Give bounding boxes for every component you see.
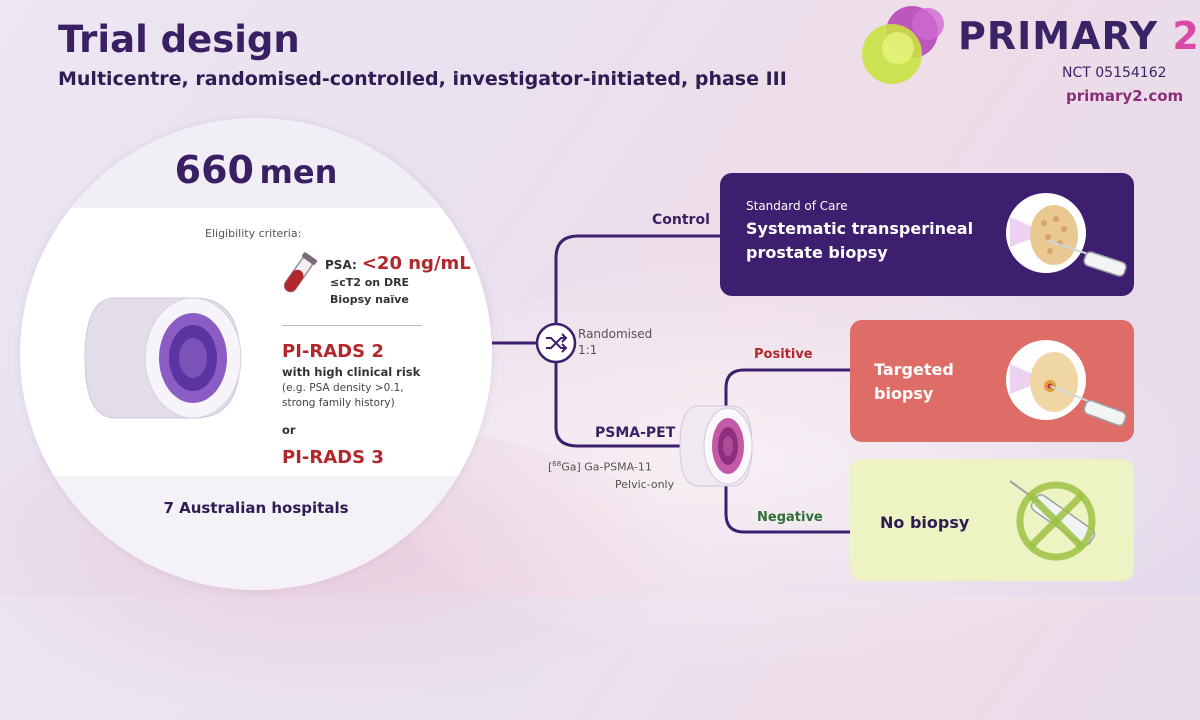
or-label: or [282,423,296,437]
targeted-biopsy-box: Targeted biopsy [850,320,1134,442]
cohort-unit: men [259,153,338,191]
mri-scanner-icon [84,297,242,419]
no-biopsy-box: No biopsy [850,459,1134,581]
ratio-label: 1:1 [578,343,598,357]
flow-connectors [492,234,850,534]
soc-line-1: Systematic transperineal [746,219,974,238]
website-link[interactable]: primary2.com [1066,87,1184,105]
ct2-criterion: ≤cT2 on DRE [330,276,410,289]
targeted-line-2: biopsy [874,384,934,403]
positive-label: Positive [754,347,813,362]
high-risk-label: with high clinical risk [282,365,421,379]
no-biopsy-icon [1009,480,1096,561]
eligibility-title: Eligibility criteria: [205,227,302,240]
cohort-size: 660 men [20,148,492,192]
logo-suffix: 2 [1172,14,1200,58]
no-biopsy-label: No biopsy [880,513,970,532]
nct-number: NCT 05154162 [1062,65,1167,81]
primary2-logo-icon [862,6,944,84]
cohort-circle: 660 men Eligibility criteria: PSA: <20 n… [20,118,492,590]
negative-label: Negative [757,510,823,525]
psa-label: PSA: [325,258,357,272]
soc-small-label: Standard of Care [746,199,848,213]
pirads3-label: PI-RADS 3 [282,447,384,468]
cohort-count: 660 [174,148,254,192]
slide-title: Trial design [58,18,300,61]
pet-scanner-icon [679,405,753,487]
psa-criterion: PSA: <20 ng/mL [325,253,471,274]
pelvic-only-label: Pelvic-only [615,478,675,491]
shuffle-icon [546,333,568,353]
logo-wordmark: PRIMARY 2 [958,14,1200,58]
risk-example-2: strong family history) [282,397,395,409]
slide-subtitle: Multicentre, randomised-controlled, inve… [58,68,787,90]
tracer-label: [68Ga] Ga-PSMA-11 [548,460,652,474]
systematic-biopsy-icon [1006,193,1127,277]
randomised-label: Randomised [578,327,653,341]
biopsy-naive-criterion: Biopsy naïve [330,293,409,306]
psma-pet-label: PSMA-PET [595,425,676,441]
psa-value: <20 ng/mL [361,253,471,274]
divider [282,325,422,326]
standard-of-care-box: Standard of Care Systematic transperinea… [720,173,1134,296]
logo-name: PRIMARY [958,14,1159,58]
risk-example-1: (e.g. PSA density >0.1, [282,382,404,394]
blood-tube-icon [283,252,317,293]
hospitals-label: 7 Australian hospitals [163,499,349,517]
targeted-biopsy-icon [1006,340,1127,427]
control-arm-label: Control [652,212,710,228]
pirads2-label: PI-RADS 2 [282,341,384,362]
soc-line-2: prostate biopsy [746,243,888,262]
targeted-line-1: Targeted [874,360,954,379]
